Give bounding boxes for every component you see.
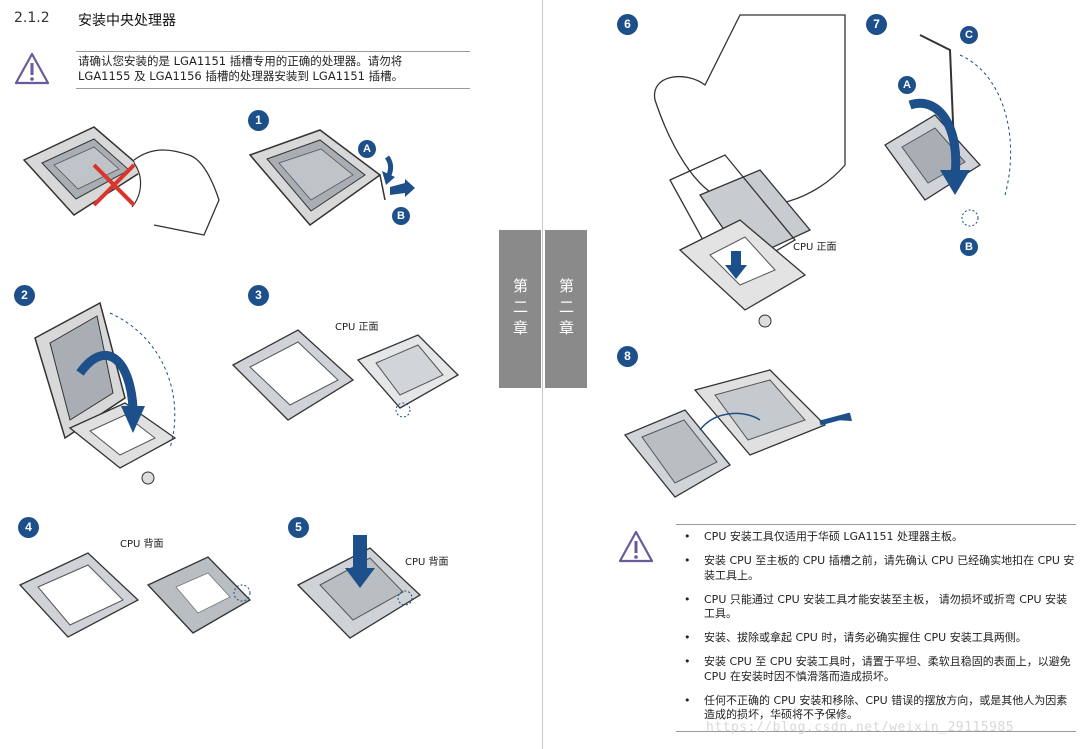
step-8-badge: 8 bbox=[617, 346, 638, 367]
chapter-tab-left: 第二章 bbox=[499, 230, 541, 388]
watermark: https://blog.csdn.net/weixin_29115985 bbox=[706, 720, 1015, 735]
notes-list: CPU 安装工具仅适用于华硕 LGA1151 处理器主板。 安装 CPU 至主板… bbox=[676, 530, 1076, 732]
illustration-step-4 bbox=[18, 552, 252, 638]
label-cpu-front-step3: CPU 正面 bbox=[335, 322, 379, 333]
step-3-badge: 3 bbox=[248, 285, 269, 306]
badge-b-step1: B bbox=[392, 207, 410, 225]
note-item: CPU 只能通过 CPU 安装工具才能安装至主板， 请勿损坏或折弯 CPU 安装… bbox=[676, 593, 1076, 622]
divider-bottom bbox=[76, 88, 470, 89]
chapter-tab-right: 第二章 bbox=[545, 230, 587, 388]
section-title: 安装中央处理器 bbox=[78, 13, 176, 29]
warning-text: 请确认您安装的是 LGA1151 插槽专用的正确的处理器。请勿将 LGA1155… bbox=[78, 54, 470, 84]
note-item: CPU 安装工具仅适用于华硕 LGA1151 处理器主板。 bbox=[676, 530, 1076, 545]
note-item: 安装 CPU 至 CPU 安装工具时，请置于平坦、柔软且稳固的表面上，以避免 C… bbox=[676, 655, 1076, 684]
note-item: 安装、拔除或拿起 CPU 时，请务必确实握住 CPU 安装工具两侧。 bbox=[676, 631, 1076, 646]
step-1-badge: 1 bbox=[248, 110, 269, 131]
warning-line-1: 请确认您安装的是 LGA1151 插槽专用的正确的处理器。请勿将 bbox=[78, 54, 403, 68]
page-divider bbox=[542, 0, 543, 749]
badge-a-step1: A bbox=[358, 140, 376, 158]
illustration-step-1 bbox=[248, 129, 415, 227]
notes-rule-bottom bbox=[676, 731, 1076, 732]
illustration-step-8 bbox=[623, 369, 852, 498]
illustration-step-2 bbox=[34, 301, 177, 485]
note-item: 任何不正确的 CPU 安装和移除、CPU 错误的摆放方向，或是其他人为因素造成的… bbox=[676, 694, 1076, 723]
illustration-step-3 bbox=[231, 329, 460, 421]
badge-a-step7: A bbox=[898, 76, 916, 94]
warning-icon bbox=[14, 52, 50, 85]
note-item: 安装 CPU 至主板的 CPU 插槽之前，请先确认 CPU 已经确实地扣在 CP… bbox=[676, 554, 1076, 583]
step-7-badge: 7 bbox=[866, 14, 887, 35]
badge-b-step7: B bbox=[960, 238, 978, 256]
notes-rule-top bbox=[676, 524, 1076, 525]
step-6-badge: 6 bbox=[617, 14, 638, 35]
step-4-badge: 4 bbox=[18, 517, 39, 538]
step-5-badge: 5 bbox=[288, 517, 309, 538]
step-2-badge: 2 bbox=[14, 285, 35, 306]
illustration-step-6 bbox=[653, 14, 846, 328]
warning-icon-notes bbox=[618, 530, 654, 563]
label-cpu-back-step5: CPU 背面 bbox=[405, 557, 449, 568]
illustration-step-7 bbox=[884, 34, 1012, 227]
section-number: 2.1.2 bbox=[14, 10, 50, 26]
label-cpu-front-step6: CPU 正面 bbox=[793, 242, 837, 253]
illustration-wrong-grip bbox=[22, 126, 220, 236]
illustration-step-5 bbox=[296, 535, 422, 639]
badge-c-step7: C bbox=[960, 26, 978, 44]
label-cpu-back-step4: CPU 背面 bbox=[120, 539, 164, 550]
warning-line-2: LGA1155 及 LGA1156 插槽的处理器安装到 LGA1151 插槽。 bbox=[78, 69, 404, 83]
divider-top bbox=[76, 51, 470, 52]
